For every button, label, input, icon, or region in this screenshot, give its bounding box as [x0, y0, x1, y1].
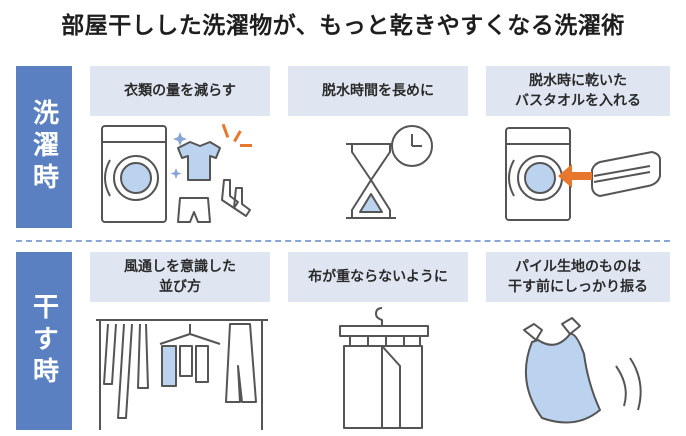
tip-label-airflow-arrangement: 風通しを意識した 並び方	[90, 252, 270, 302]
pinch-hanger-icon	[339, 307, 429, 429]
washer-towel-icon	[505, 127, 661, 221]
tip-label-reduce-load: 衣類の量を減らす	[90, 66, 270, 116]
tip-label-add-towel: 脱水時に乾いた バスタオルを入れる	[486, 66, 670, 116]
tip-label-longer-spin: 脱水時間を長めに	[288, 66, 468, 116]
section-label-washing: 洗濯時	[16, 66, 72, 228]
tip-label-no-overlap: 布が重ならないように	[288, 252, 468, 302]
clothes-rack-icon	[96, 319, 268, 430]
washing-machine-clothes-icon	[101, 123, 252, 223]
tip-label-shake-pile: パイル生地のものは 干す前にしっかり振る	[486, 252, 670, 302]
section-label-drying: 干す時	[16, 252, 72, 430]
shaking-towel-icon	[523, 317, 642, 424]
section-divider	[16, 240, 670, 242]
page-title: 部屋干しした洗濯物が、もっと乾きやすくなる洗濯術	[61, 13, 625, 39]
hourglass-clock-icon	[346, 125, 433, 219]
